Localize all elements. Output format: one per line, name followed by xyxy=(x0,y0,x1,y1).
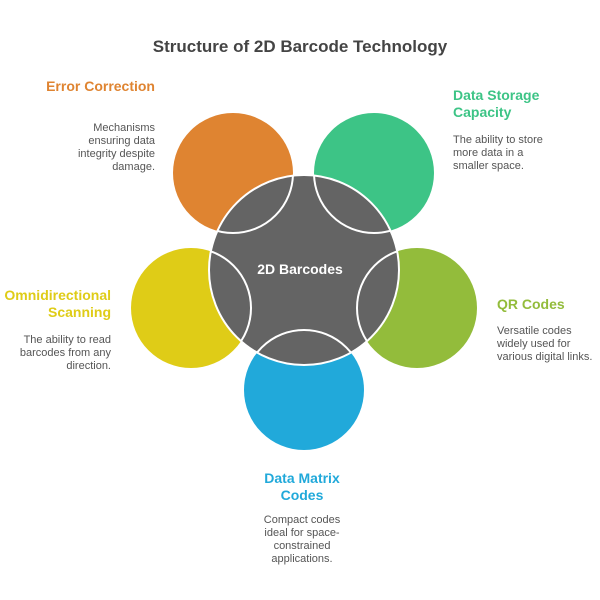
desc-data-matrix: Compact codes ideal for space-constraine… xyxy=(263,514,341,565)
center-circle xyxy=(208,174,400,366)
desc-qr-codes: Versatile codes widely used for various … xyxy=(497,325,593,363)
label-qr-codes: QR Codes xyxy=(497,296,565,312)
label-data-storage: Data Storage Capacity xyxy=(453,87,540,120)
desc-error-correction: Mechanisms ensuring data integrity despi… xyxy=(77,122,155,173)
label-data-matrix: Data Matrix Codes xyxy=(264,470,340,503)
desc-omnidirectional: The ability to read barcodes from any di… xyxy=(19,334,111,372)
label-error-correction: Error Correction xyxy=(46,78,155,94)
desc-data-storage: The ability to store more data in a smal… xyxy=(453,134,543,172)
diagram-title: Structure of 2D Barcode Technology xyxy=(152,37,448,56)
label-omnidirectional: Omnidirectional Scanning xyxy=(4,287,111,320)
center-label: 2D Barcodes xyxy=(257,261,343,277)
